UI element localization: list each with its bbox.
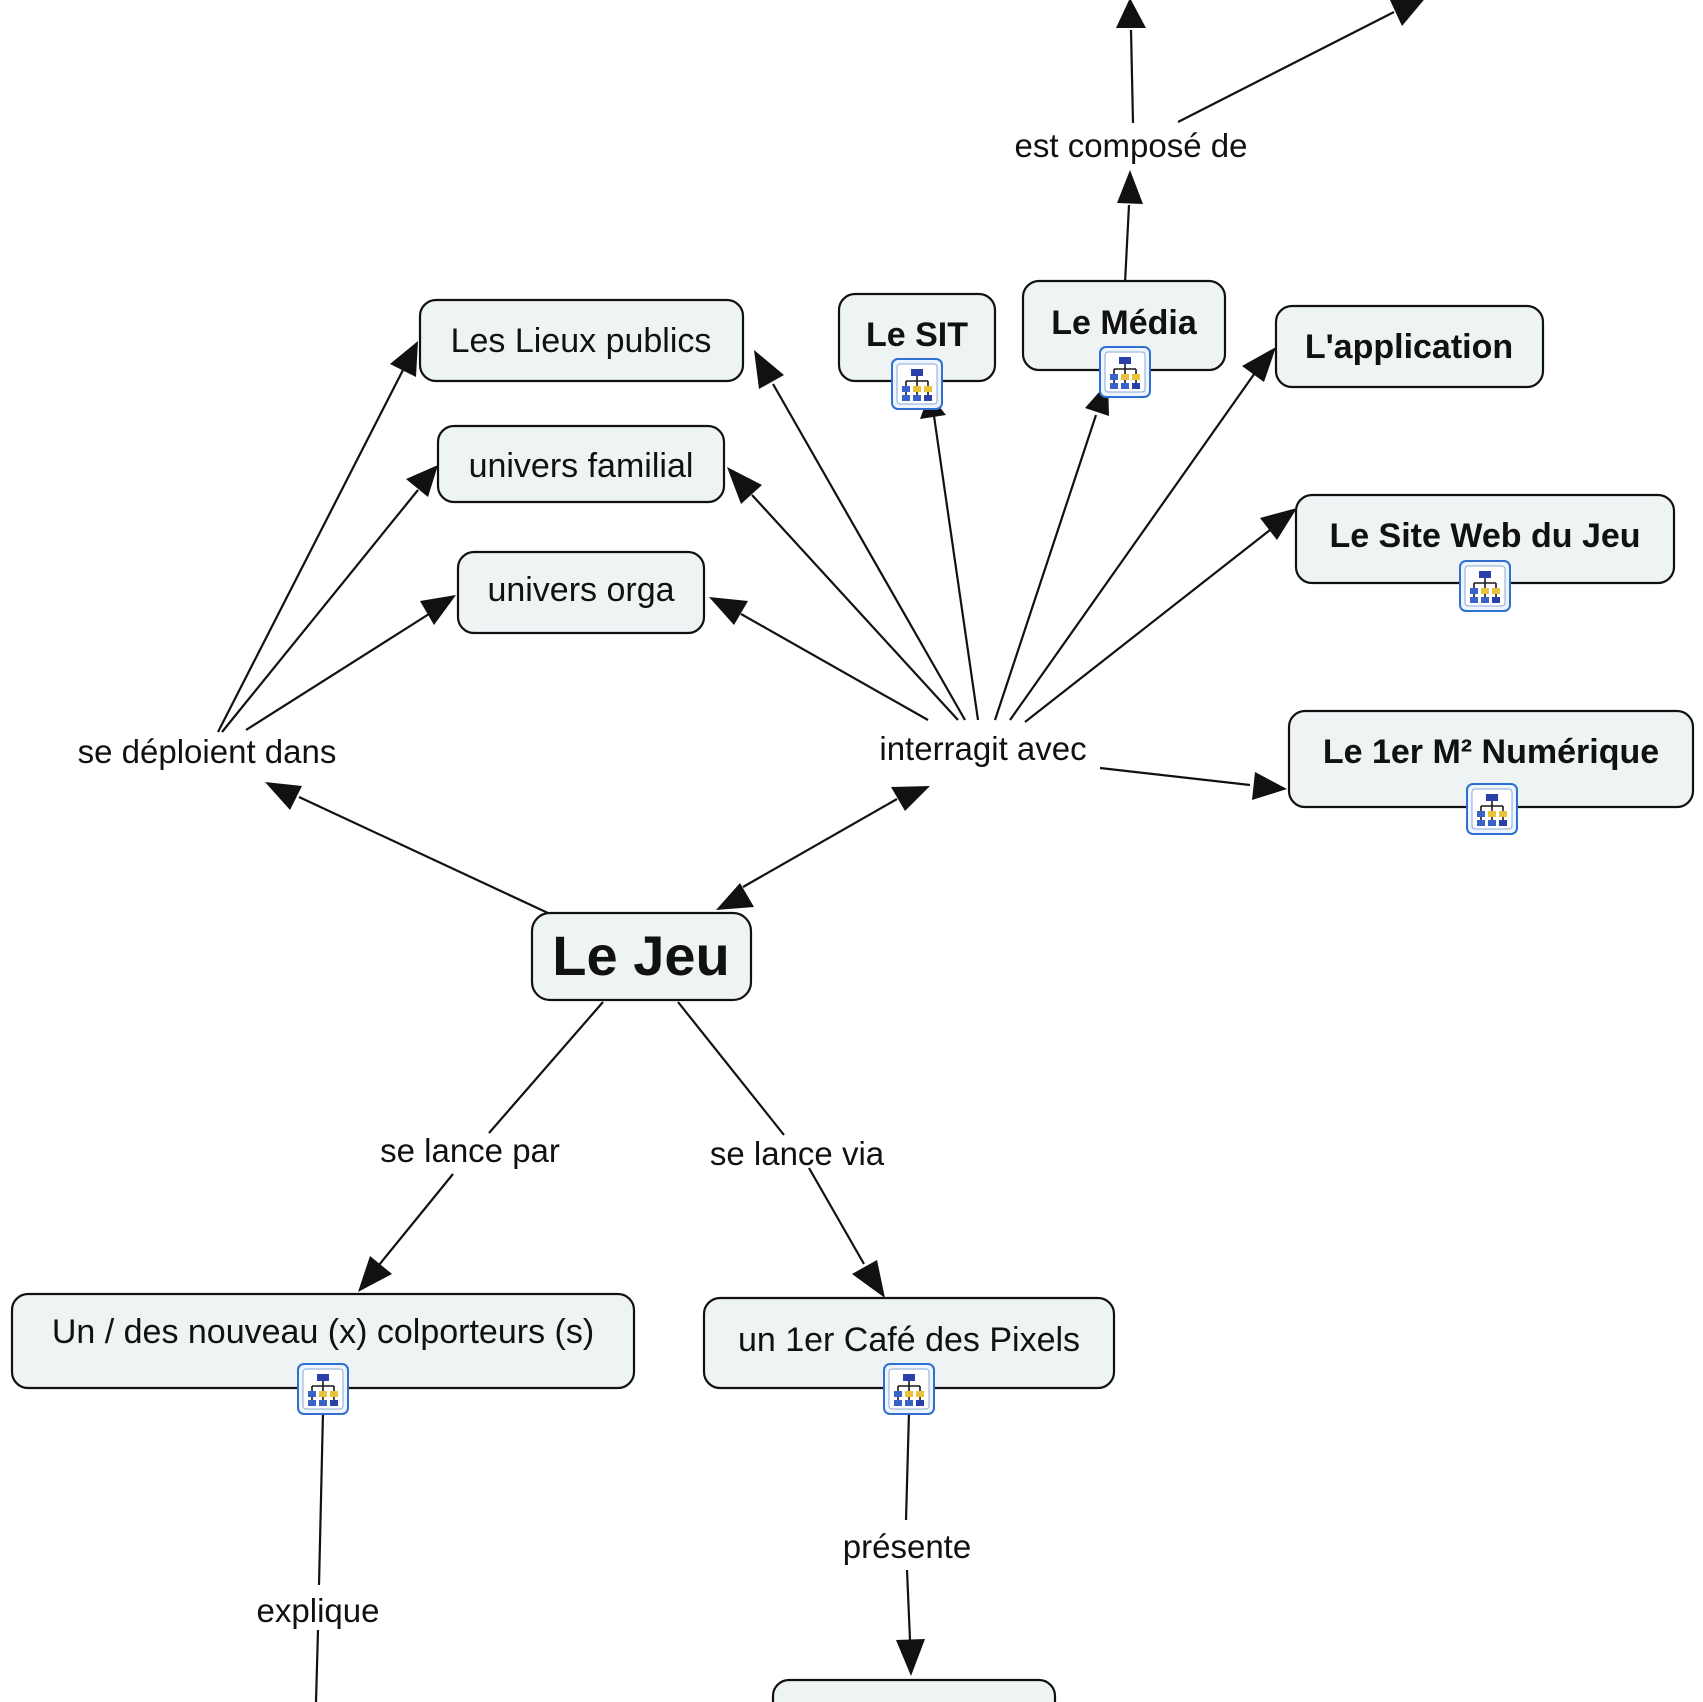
- concept-colporteurs[interactable]: Un / des nouveau (x) colporteurs (s): [10, 1292, 636, 1390]
- edge-interragit-to-m2: [1099, 766, 1251, 787]
- edge-cafe-to-presente: [904, 1411, 911, 1521]
- edge-interragit-to-orga: [740, 613, 929, 721]
- link-explique: explique: [257, 1592, 380, 1629]
- edge-interragit-to-application: [1009, 369, 1258, 721]
- concept-cafe-pixels[interactable]: un 1er Café des Pixels: [702, 1296, 1116, 1390]
- arrowhead: [420, 595, 456, 625]
- concept-label: Le SIT: [866, 316, 968, 354]
- edges: [217, 0, 1424, 1702]
- edge-interragit-to-lieux: [772, 383, 966, 721]
- concept-label: Le Jeu: [552, 924, 729, 987]
- arrowhead: [852, 1260, 885, 1298]
- concept-le-jeu[interactable]: Le Jeu: [530, 911, 753, 1002]
- arrowhead: [1252, 772, 1287, 800]
- arrowhead: [406, 465, 438, 497]
- arrowhead: [891, 786, 930, 811]
- link-interragit: interragit avec: [879, 730, 1086, 767]
- concept-lieux-publics[interactable]: Les Lieux publics: [418, 298, 745, 383]
- arrowhead: [754, 350, 784, 389]
- arrowhead: [896, 1639, 925, 1676]
- concept-m2-numerique[interactable]: Le 1er M² Numérique: [1287, 709, 1695, 809]
- edge-lance-par-to-colporteurs: [378, 1173, 454, 1266]
- arrowhead: [1260, 508, 1297, 540]
- concept-label: univers familial: [469, 447, 694, 485]
- edge-est-compose-up-right: [1177, 11, 1395, 123]
- concept-map-icon[interactable]: [1459, 560, 1511, 612]
- link-se-lance-par: se lance par: [380, 1132, 560, 1169]
- concept-partial-bottom[interactable]: [771, 1678, 1057, 1702]
- concept-label: Le Site Web du Jeu: [1329, 517, 1640, 555]
- arrowhead: [390, 341, 418, 377]
- arrowhead: [1242, 347, 1276, 382]
- concept-label: univers orga: [487, 571, 674, 609]
- link-se-lance-via: se lance via: [710, 1135, 885, 1172]
- edge-interragit-to-siteweb: [1024, 529, 1271, 723]
- concept-map-icon[interactable]: [883, 1363, 935, 1415]
- edge-deploient-to-orga: [245, 613, 430, 731]
- concept-site-web[interactable]: Le Site Web du Jeu: [1294, 493, 1676, 585]
- edge-media-to-est-compose: [1123, 204, 1131, 284]
- linking-phrases: est composé de se déploient dans interra…: [78, 127, 1248, 1629]
- concept-univers-orga[interactable]: univers orga: [456, 550, 706, 635]
- edge-deploient-to-familial: [221, 489, 419, 733]
- concept-label: un 1er Café des Pixels: [738, 1321, 1080, 1359]
- link-se-deploient: se déploient dans: [78, 733, 337, 770]
- concept-le-sit[interactable]: Le SIT: [837, 292, 997, 383]
- edge-est-compose-up-left: [1129, 29, 1135, 124]
- concept-label: Un / des nouveau (x) colporteurs (s): [52, 1313, 594, 1351]
- concept-application[interactable]: L'application: [1274, 304, 1545, 389]
- edge-jeu-interragit: [742, 798, 898, 888]
- concept-label: Les Lieux publics: [451, 322, 712, 360]
- edge-jeu-to-lance-par: [488, 1001, 604, 1134]
- arrowhead: [358, 1256, 392, 1292]
- arrowhead: [1116, 0, 1146, 28]
- arrowhead: [1389, 0, 1424, 26]
- edge-interragit-to-sit: [932, 415, 980, 721]
- concept-label: Le Média: [1051, 304, 1198, 342]
- arrowhead: [709, 597, 748, 625]
- edge-interragit-to-media: [993, 414, 1098, 721]
- link-est-compose: est composé de: [1015, 127, 1248, 164]
- edge-jeu-to-lance-via: [677, 1001, 785, 1136]
- concept-label: Le 1er M² Numérique: [1323, 733, 1659, 771]
- edge-deploient-to-lieux: [217, 369, 404, 733]
- concept-map-icon[interactable]: [1466, 783, 1518, 835]
- edge-colporteurs-to-explique: [317, 1411, 325, 1586]
- concept-map-icon[interactable]: [891, 358, 943, 410]
- edge-presente-down: [905, 1569, 912, 1641]
- edge-jeu-to-deploient: [298, 796, 549, 914]
- concept-map-icon[interactable]: [1099, 346, 1151, 398]
- concept-map-icon[interactable]: [297, 1363, 349, 1415]
- link-presente: présente: [843, 1528, 971, 1565]
- edge-lance-via-to-cafe: [808, 1167, 865, 1265]
- edge-interragit-to-familial: [751, 494, 959, 721]
- arrowhead: [716, 883, 754, 910]
- concept-univers-familial[interactable]: univers familial: [436, 424, 726, 504]
- arrowhead: [265, 782, 302, 810]
- arrowhead: [727, 467, 762, 504]
- concept-le-media[interactable]: Le Média: [1021, 279, 1227, 372]
- concept-label: L'application: [1305, 328, 1513, 366]
- edge-explique-down: [314, 1629, 320, 1702]
- arrowhead: [1117, 170, 1143, 204]
